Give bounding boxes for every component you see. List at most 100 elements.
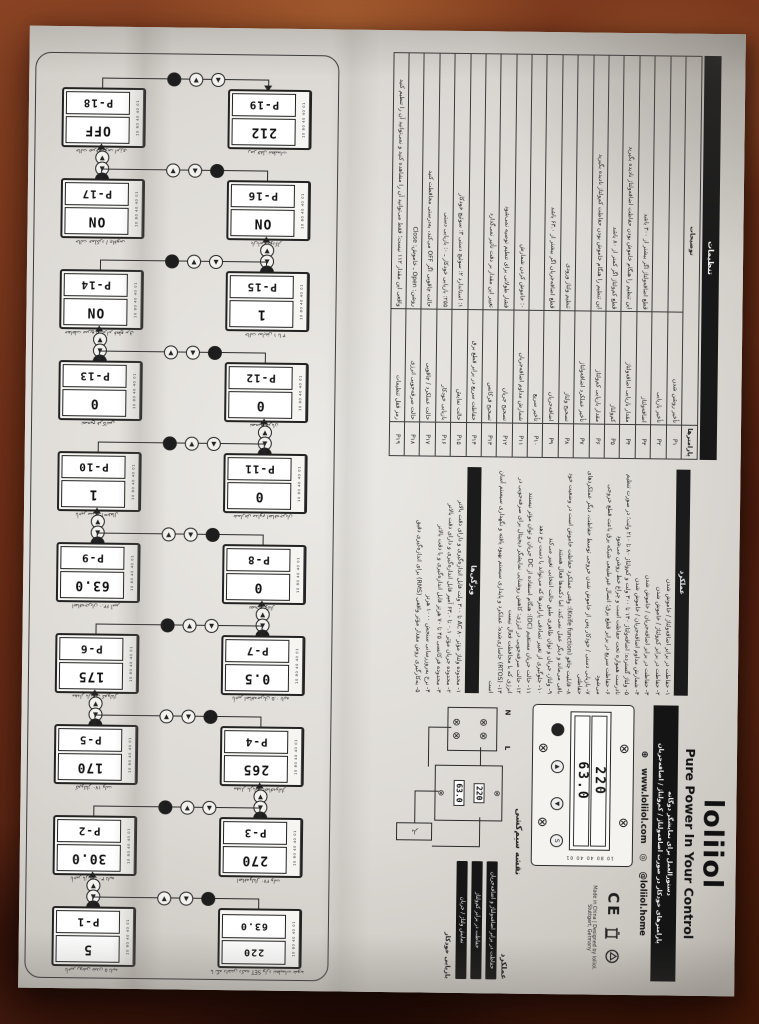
start-voltage: 220	[221, 940, 286, 965]
param-name: تصحیح جریان	[496, 310, 514, 424]
set-button-icon: ▼	[208, 254, 224, 270]
arrow-up-icon	[261, 236, 270, 243]
param-caption: کم‌ولتاژ ۱۷۰ ولت	[75, 784, 112, 791]
param-name: حالت صرفه‌جویی انرژی	[404, 309, 422, 423]
operation-item: ۱۳- (RTOS) جاسازی‌شده؛ عملکرد و پایداری …	[486, 470, 506, 694]
recycle-icon	[605, 949, 620, 963]
param-desc	[529, 54, 548, 311]
connector-line	[94, 714, 261, 718]
set-button-icon	[160, 618, 175, 633]
start-current: 63.0	[221, 914, 287, 939]
set-button-icon	[201, 891, 216, 906]
device-buttons-row: ▲▼S	[550, 711, 565, 859]
param-desc: این تنظیم را هنگام خاموش بودن حفاظت کم‌و…	[590, 55, 610, 312]
operation-title-bar: عملکرد	[673, 469, 691, 696]
param-label: P-9	[60, 546, 125, 570]
screw-terminal-icon: ⊗	[614, 817, 631, 829]
param-label: P-7	[225, 639, 290, 663]
param-value: 0	[225, 573, 291, 601]
operation-item: ۶- حفاظت سریع در برابر قطع برق؛ اتصال غی…	[594, 484, 613, 695]
param-caption: حالت نمایش ۱ تا ۳	[244, 331, 286, 338]
operation-item: ۱۲- حالت صرفه‌جویی در انرژی: کاهش روشنای…	[506, 477, 525, 694]
connector-stub	[267, 170, 269, 181]
wiring-device: ⊗ 220 63.0 ⊗	[434, 764, 504, 822]
function-bar: حفاظت در برابر اضافه‌ولتاژ و اضافه‌جریان	[485, 861, 499, 980]
operation-item: ۷- بازیابی دستی / خودکار پس از خاموش شدن…	[575, 470, 594, 695]
load-label: بار	[411, 827, 418, 835]
param-label: P-15	[229, 275, 294, 299]
bezel-text: 10 80 40 40 01	[298, 283, 304, 321]
connector-stub	[260, 716, 262, 727]
bezel-text: 10 80 40 40 01	[124, 918, 130, 955]
connector-line	[101, 168, 268, 172]
param-value: 175	[58, 661, 124, 690]
screw-terminal-icon: ⊗	[450, 731, 462, 740]
set-button-icon: ▼	[185, 345, 201, 360]
param-value: 1	[61, 479, 126, 508]
bezel-scale-text: 10 80 40 40 01	[288, 819, 302, 877]
wire	[478, 817, 481, 848]
param-desc: این تنظیم را هنگام خاموش بودن حفاظت اضاف…	[621, 55, 640, 313]
set-button-icon: ▼	[181, 709, 196, 724]
circuit-breaker: ⊗ ⊗ ⊗ ⊗	[447, 706, 499, 752]
param-value: 265	[223, 754, 289, 783]
wire	[432, 845, 481, 848]
device-display: 220 63.0	[568, 711, 612, 851]
connector-line	[97, 441, 264, 445]
param-value: 212	[231, 118, 296, 146]
instruction-header-bar: دستورالعمل برای نمایشگر دوگانه پارامترها…	[650, 705, 679, 982]
links-row: ⊕ www.loliiol.com ◎ @loliiol.home	[636, 705, 649, 981]
set-button-icon: ▼	[204, 618, 219, 634]
param-id: P۴	[619, 424, 636, 459]
param-name: تأخیر بازیابی	[650, 312, 668, 426]
param-value: 270	[222, 845, 287, 874]
param-value: 0	[228, 391, 293, 419]
arrow-up-icon	[88, 871, 97, 878]
bezel-scale-text: 10 80 40 40 01	[121, 908, 135, 965]
top-terminals: ⊗ ⊗	[614, 712, 631, 860]
param-desc	[667, 55, 687, 313]
set-button-icon: ▼	[188, 163, 203, 178]
set-button-icon	[207, 345, 223, 361]
param-value: 170	[57, 752, 123, 781]
param-name: شمارش مداوم اضافه‌جریان	[512, 310, 530, 424]
wire	[427, 726, 430, 767]
arrow-up-icon	[94, 325, 103, 332]
param-value: 0.5	[224, 664, 290, 692]
param-desc: تنظیم ولتاژ ورودی	[559, 54, 579, 312]
device-button: S	[550, 834, 564, 848]
param-desc: واقعی این مقدار ۱۱۲ نیست؛ فقط می‌توانید …	[390, 52, 410, 310]
bezel-scale-text: 10 80 40 40 01	[130, 180, 144, 238]
param-id: P۸	[558, 424, 574, 458]
param-label: P-10	[61, 455, 126, 479]
set-button-icon: ▲	[184, 436, 199, 451]
set-button-icon	[164, 254, 180, 269]
param-label: P-12	[228, 366, 293, 390]
param-label: P-19	[231, 93, 297, 117]
instagram-icon: ◎	[637, 853, 648, 862]
connector-stub	[258, 898, 260, 909]
connector-line	[96, 532, 263, 536]
bezel-scale-text: 10 80 40 40 01	[125, 544, 139, 602]
bezel-scale-text: 10 80 40 40 01	[296, 182, 310, 240]
param-desc: تغییر این مقدار بر دقت تأثیر نمی‌گذارد	[482, 53, 502, 311]
weee-bin-icon	[604, 927, 620, 939]
screw-terminal-icon: ⊗	[450, 717, 462, 727]
param-label: P-18	[65, 91, 131, 115]
param-id: P۱۸	[404, 422, 420, 456]
param-id: P۲	[650, 425, 667, 459]
set-button-icon: ▼	[206, 436, 221, 452]
function-bars-title: عملکرد	[499, 953, 510, 980]
screw-terminal-icon: ⊗	[492, 790, 503, 797]
